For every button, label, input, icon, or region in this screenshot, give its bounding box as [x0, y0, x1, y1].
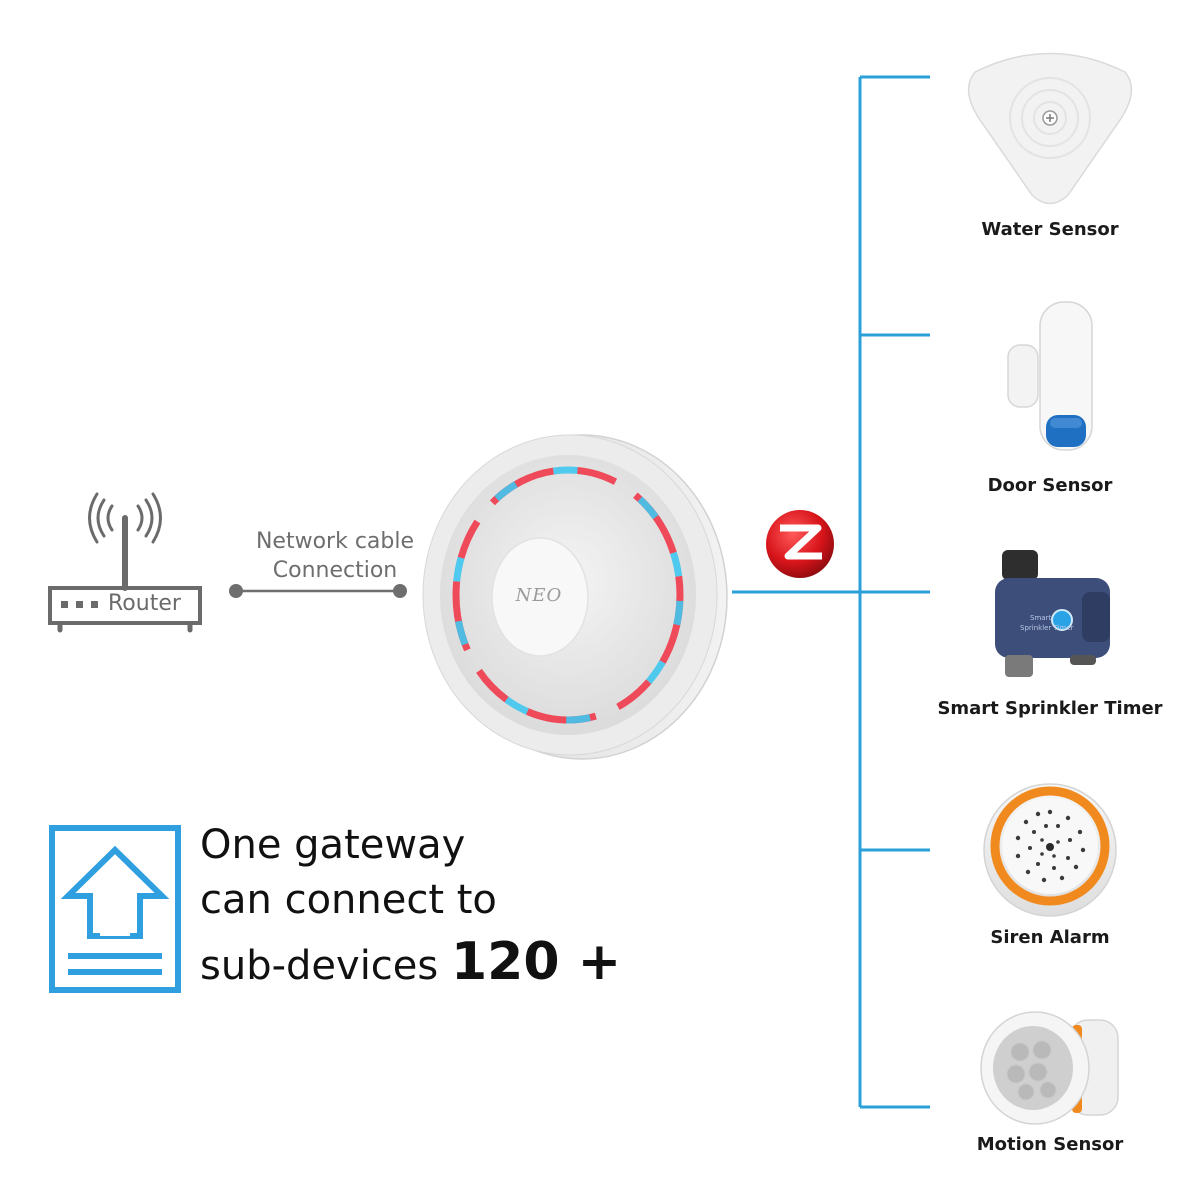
router-label: Router — [108, 591, 181, 616]
device-label-door-sensor: Door Sensor — [987, 475, 1113, 496]
device-label-siren-alarm: Siren Alarm — [990, 927, 1110, 948]
svg-text:Smart: Smart — [1030, 614, 1051, 622]
capacity-upgrade-icon — [49, 825, 181, 993]
device-label-sprinkler-timer: Smart Sprinkler Timer — [937, 698, 1163, 719]
gateway-brand-logo: NEO — [515, 585, 563, 606]
water-sensor-icon — [967, 52, 1133, 205]
svg-text:Sprinkler Timer: Sprinkler Timer — [1020, 624, 1074, 632]
sprinkler-timer-icon: Smart Sprinkler Timer — [995, 550, 1110, 677]
tagline-line3: sub-devices 120 + — [200, 932, 621, 992]
motion-sensor-icon — [980, 1011, 1119, 1125]
network-cable-line — [229, 584, 407, 598]
siren-alarm-icon — [983, 783, 1117, 917]
device-label-motion-sensor: Motion Sensor — [976, 1134, 1124, 1155]
tagline-highlight-count: 120 + — [450, 932, 622, 992]
gateway-hub-icon — [422, 434, 728, 760]
connector-lines — [732, 75, 930, 1109]
router-icon — [48, 492, 202, 633]
device-label-water-sensor: Water Sensor — [981, 219, 1119, 240]
zigbee-logo-icon — [766, 510, 834, 578]
cable-label-line1: Network cable — [255, 529, 415, 554]
tagline-line2: can connect to — [200, 877, 497, 923]
tagline-line1: One gateway — [200, 822, 466, 868]
cable-label-line2: Connection — [272, 558, 398, 583]
tagline-sub-devices: sub-devices — [200, 943, 439, 989]
door-sensor-icon — [1007, 301, 1093, 451]
